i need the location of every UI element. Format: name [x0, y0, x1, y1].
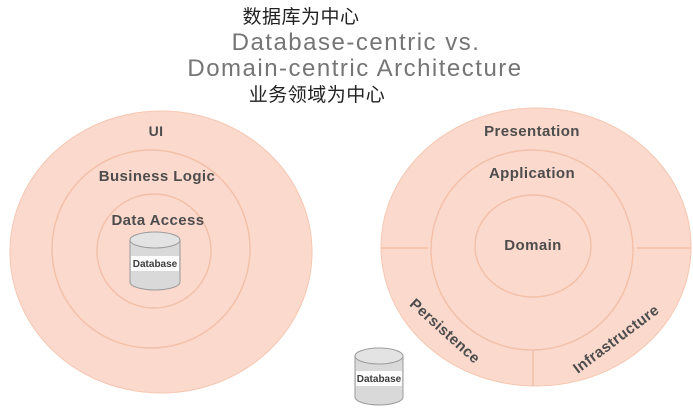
domain-centric-diagram: Presentation Application Domain Persiste… [380, 107, 692, 387]
label-database-centric-zh: 数据库为中心 [242, 6, 359, 28]
left-ring-label-data-access: Data Access [111, 212, 204, 229]
database-label-background [131, 256, 179, 271]
left-ring-label-ui: UI [149, 123, 164, 139]
external-database-label-background [356, 371, 402, 386]
right-ring-label-domain: Domain [504, 237, 561, 254]
left-database-label: Database [133, 259, 178, 270]
main-title-line1: Database-centric vs. [232, 29, 481, 56]
left-middle-ring-business-logic [51, 149, 251, 349]
external-database-cylinder-top [354, 347, 404, 365]
database-cylinder-external: Database [354, 347, 404, 406]
right-middle-ring-application [430, 149, 634, 351]
right-inner-ring-domain [474, 194, 592, 298]
label-domain-centric-zh: 业务领域为中心 [249, 84, 386, 106]
database-cylinder-center: Database [129, 231, 181, 291]
left-ring-label-business-logic: Business Logic [99, 168, 215, 185]
database-centric-diagram: UI Business Logic Data Access Database [9, 110, 313, 394]
main-title-line2: Domain-centric Architecture [187, 55, 522, 82]
right-outer-ring-presentation [380, 107, 692, 387]
left-inner-ring-data-access [96, 193, 212, 309]
right-ring-label-application: Application [489, 165, 575, 182]
database-cylinder-top [129, 231, 181, 249]
external-database-label: Database [357, 374, 402, 385]
right-ring-label-presentation: Presentation [484, 123, 580, 140]
